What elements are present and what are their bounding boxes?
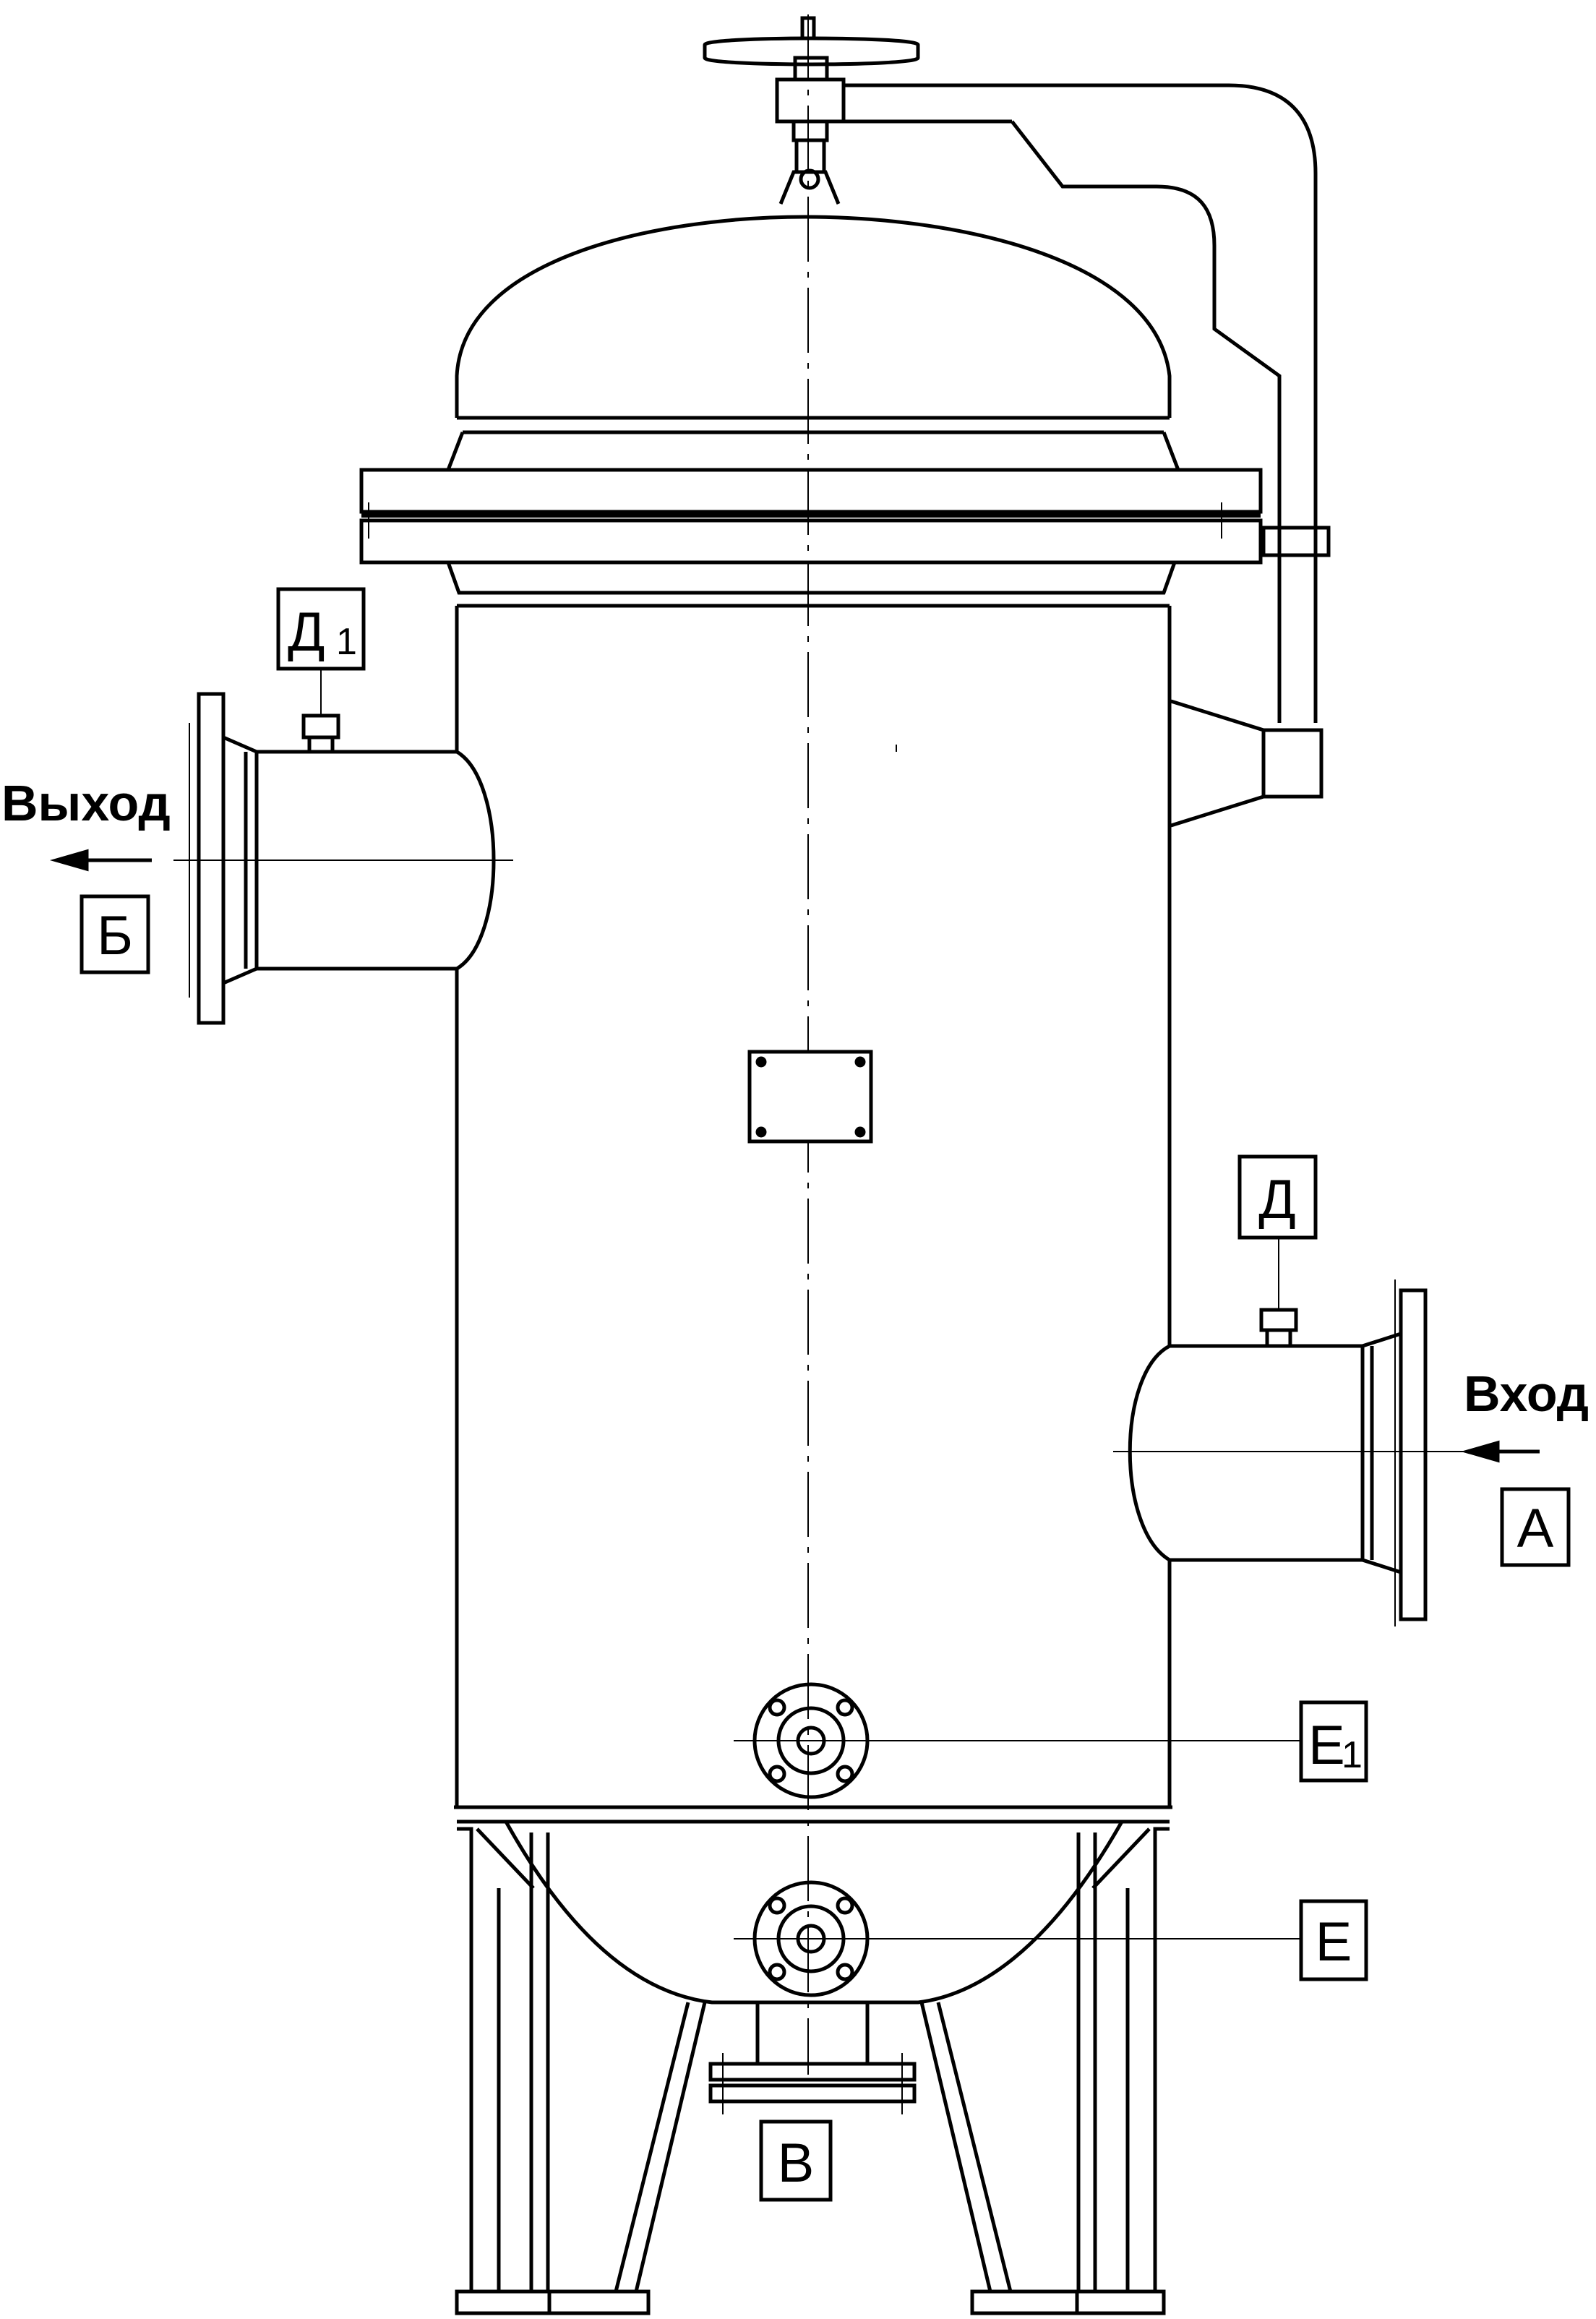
flow-arrows xyxy=(49,849,1540,1463)
inlet-nozzle xyxy=(1170,1265,1428,1621)
drain-upper-subscript: 1 xyxy=(1342,1734,1363,1776)
drain-flange-upper xyxy=(734,1682,1301,1799)
drain-upper-label-box xyxy=(1299,1700,1368,1783)
handwheel-assembly xyxy=(703,16,1331,828)
outlet-label: Б xyxy=(97,905,133,966)
vent-inlet-label-box xyxy=(1237,1154,1318,1240)
body-flanges xyxy=(359,468,1263,608)
inlet-label-box xyxy=(1500,1487,1571,1567)
drain-flange-lower xyxy=(734,1880,1301,1997)
outlet-nozzle xyxy=(197,669,457,1025)
vent-outlet-label: Д xyxy=(288,601,325,663)
vent-outlet-label-box xyxy=(276,587,366,671)
inlet-caption: Вход xyxy=(1464,1366,1589,1422)
bottom-drain-label: В xyxy=(778,2132,815,2194)
nameplate xyxy=(747,1050,873,1144)
outlet-label-box xyxy=(80,894,150,974)
vent-inlet-label: Д xyxy=(1258,1169,1295,1230)
dome-lid xyxy=(445,215,1181,472)
shell xyxy=(454,606,1172,2005)
drain-upper-label: Е xyxy=(1308,1715,1345,1776)
bottom-nozzle xyxy=(708,2002,917,2114)
vent-outlet-subscript: 1 xyxy=(336,621,357,663)
support-legs xyxy=(455,1827,1170,2315)
outlet-caption: Выход xyxy=(1,775,171,831)
drain-lower-label: Е xyxy=(1316,1911,1352,1973)
inlet-label: А xyxy=(1517,1498,1554,1559)
bottom-drain-label-box xyxy=(759,2119,833,2202)
drain-lower-label-box xyxy=(1299,1899,1368,1981)
labels: Выход Б Вход А Д 1 Д Е 1 Е В xyxy=(1,587,1589,2202)
